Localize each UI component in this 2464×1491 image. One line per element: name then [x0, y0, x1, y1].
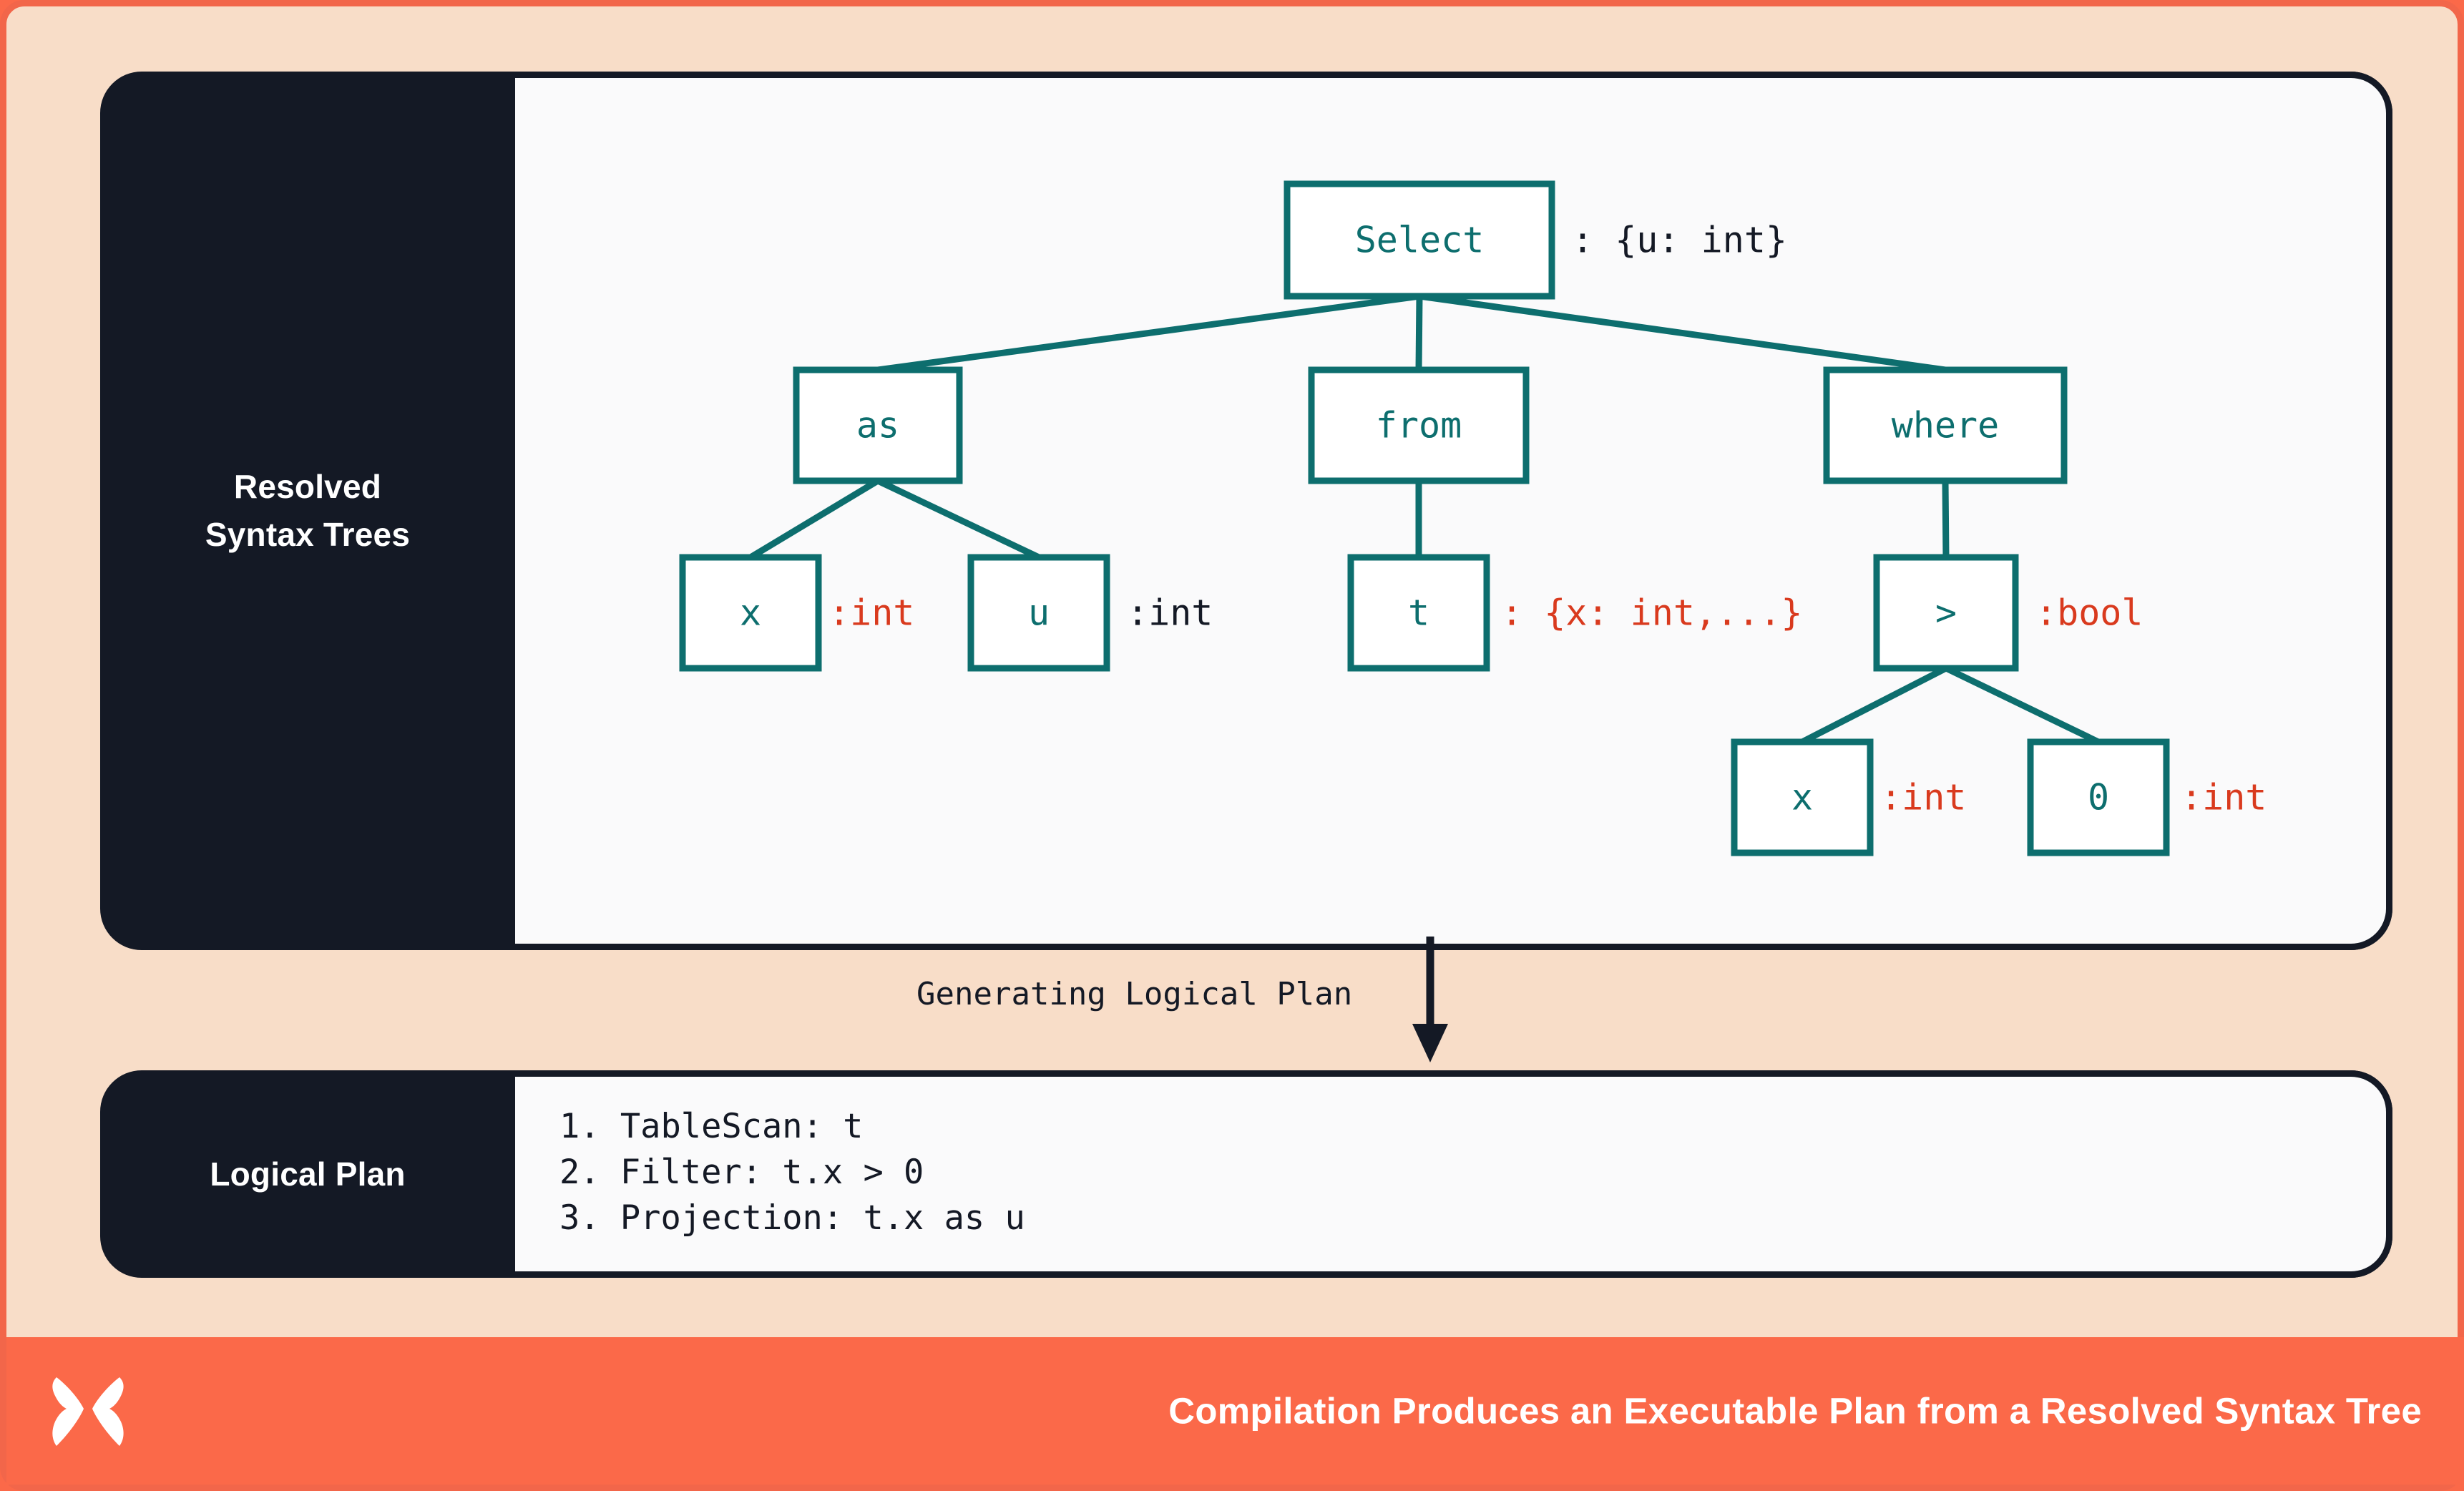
- tree-node-box: [1284, 180, 1555, 300]
- tree-edge: [877, 293, 1420, 373]
- tree-node-type-annotation: :bool: [2035, 592, 2143, 634]
- banner-caption: Compilation Produces an Executable Plan …: [1168, 1390, 2422, 1432]
- tree-edge: [1800, 665, 1948, 746]
- tree-node-box: [1308, 366, 1530, 484]
- tree-node-select[interactable]: Select : {u: int}: [1284, 180, 1787, 300]
- panel-label-line-1: Resolved: [233, 468, 382, 506]
- syntax-tree-diagram: Select : {u: int} as from where x :int u :int t : …: [679, 180, 2267, 856]
- tree-node-label: t: [1408, 592, 1429, 634]
- logical-plan-step-3: 3. Projection: t.x as u: [559, 1198, 1025, 1238]
- tree-node-label: as: [856, 405, 899, 446]
- tree-node-where[interactable]: where: [1823, 366, 2068, 484]
- tree-node-label: x: [740, 592, 761, 634]
- butterfly-x-logo-icon: [52, 1377, 124, 1446]
- tree-node-as-x[interactable]: x :int: [679, 554, 914, 672]
- tree-node-gt-x[interactable]: x :int: [1731, 738, 1966, 856]
- footer-banner: Compilation Produces an Executable Plan …: [6, 1337, 2464, 1485]
- logical-plan-canvas: 1. TableScan: t 2. Filter: t.x > 0 3. Proj…: [515, 1070, 2392, 1278]
- resolved-syntax-trees-panel: Resolved Syntax Trees Select : {u: int} as…: [100, 72, 2392, 950]
- logical-plan-step-2: 2. Filter: t.x > 0: [559, 1152, 924, 1192]
- tree-edge: [748, 478, 880, 560]
- tree-edge: [1419, 293, 1946, 373]
- panel-label-text: Logical Plan: [210, 1155, 406, 1193]
- tree-node-box: [1873, 554, 2019, 672]
- tree-node-gt[interactable]: > :bool: [1873, 554, 2143, 672]
- tree-node-label: u: [1028, 592, 1050, 634]
- tree-node-type-annotation: : {x: int,...}: [1501, 592, 1802, 634]
- panel-label-line-2: Syntax Trees: [205, 516, 411, 553]
- transition-label: Generating Logical Plan: [916, 976, 1353, 1012]
- tree-node-box: [679, 554, 822, 672]
- tree-edge: [1942, 480, 1950, 558]
- tree-node-box: [1731, 738, 1874, 856]
- down-arrow-icon: [1412, 937, 1448, 1062]
- tree-node-label: >: [1935, 592, 1957, 634]
- tree-edge: [876, 477, 1040, 561]
- tree-node-as-u[interactable]: u :int: [967, 554, 1213, 672]
- tree-node-label: 0: [2088, 777, 2109, 818]
- tree-node-type-annotation: : {u: int}: [1572, 220, 1787, 261]
- panel-label-logical-plan: Logical Plan: [100, 1070, 515, 1278]
- tree-edge: [1945, 665, 2100, 746]
- tree-node-box: [967, 554, 1110, 672]
- tree-node-from-t[interactable]: t : {x: int,...}: [1347, 554, 1802, 672]
- tree-node-gt-zero[interactable]: 0 :int: [2027, 738, 2267, 856]
- tree-node-box: [2027, 738, 2170, 856]
- tree-node-box: [1347, 554, 1490, 672]
- tree-node-label: Select: [1355, 220, 1485, 261]
- tree-node-label: where: [1892, 405, 2000, 446]
- tree-node-box: [793, 366, 963, 484]
- tree-node-type-annotation: :int: [2181, 777, 2267, 818]
- panel-label-resolved-syntax-trees: Resolved Syntax Trees: [100, 72, 515, 950]
- logical-plan-panel: Logical Plan 1. TableScan: t 2. Filter: t…: [100, 1070, 2392, 1278]
- tree-node-box: [1823, 366, 2068, 484]
- tree-node-type-annotation: :int: [1880, 777, 1966, 818]
- tree-node-label: from: [1376, 405, 1462, 446]
- tree-node-type-annotation: :int: [828, 592, 914, 634]
- tree-node-label: x: [1791, 777, 1813, 818]
- logical-plan-step-1: 1. TableScan: t: [559, 1107, 864, 1146]
- tree-node-from[interactable]: from: [1308, 366, 1530, 484]
- tree-node-as[interactable]: as: [793, 366, 963, 484]
- syntax-tree-canvas: Select : {u: int} as from where x :int u :int t : …: [515, 72, 2392, 950]
- tree-node-type-annotation: :int: [1127, 592, 1213, 634]
- logical-plan-steps: 1. TableScan: t 2. Filter: t.x > 0 3. Proj…: [559, 1104, 1025, 1241]
